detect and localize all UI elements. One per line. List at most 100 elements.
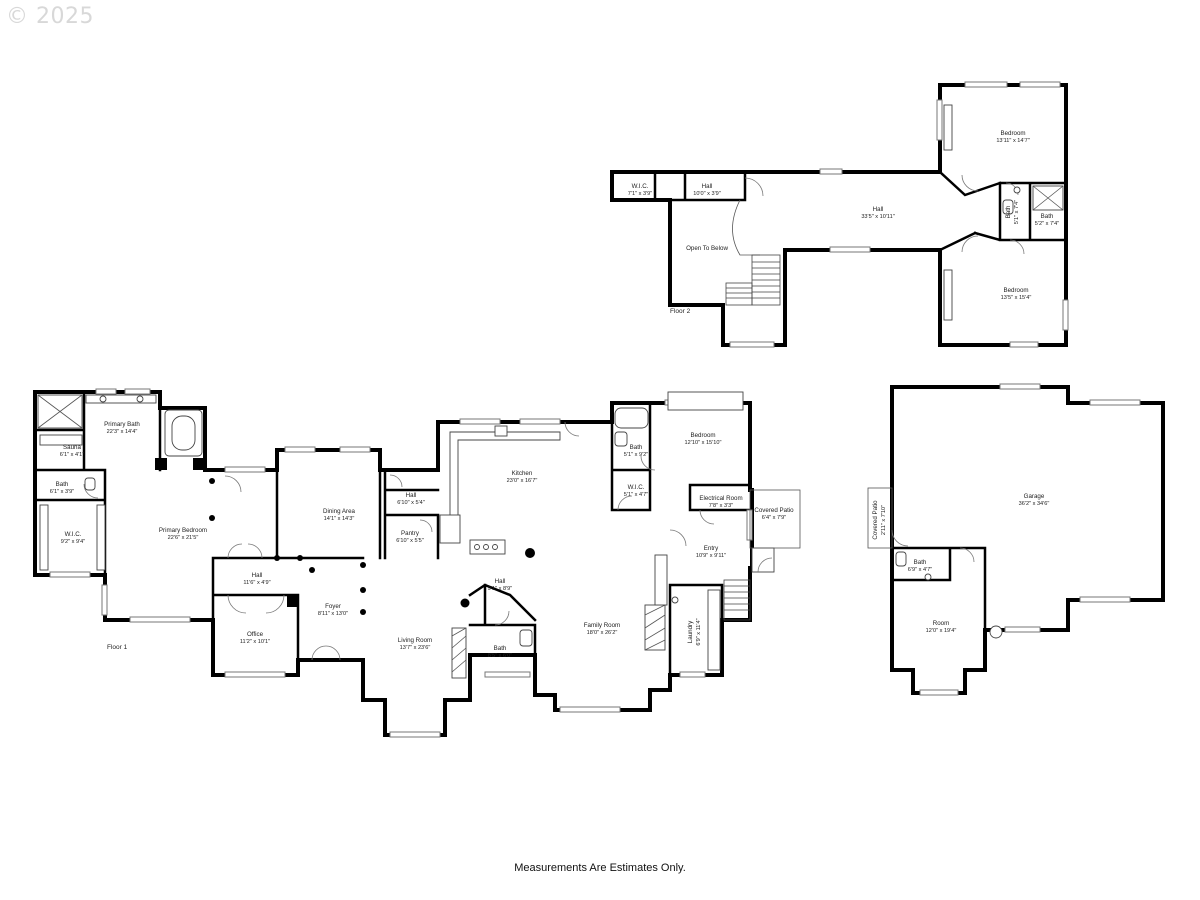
svg-text:22'3" x 14'4": 22'3" x 14'4" <box>107 429 138 435</box>
svg-text:Laundry: Laundry <box>687 620 694 643</box>
svg-text:Covered Patio: Covered Patio <box>872 500 879 540</box>
room-dimensions: 23'0" x 16'7" <box>507 478 538 484</box>
room-dimensions: 13'5" x 15'4" <box>1001 295 1032 301</box>
svg-text:6'4" x 7'9": 6'4" x 7'9" <box>762 515 786 521</box>
room-dimensions: 12'0" x 19'4" <box>926 628 957 634</box>
svg-text:Hall: Hall <box>406 492 417 499</box>
room-name: Hall <box>252 572 263 579</box>
room-dimensions: 5'1" x 9'2" <box>624 452 648 458</box>
room-name: Laundry <box>687 620 694 643</box>
room-name: Open To Below <box>686 245 728 252</box>
svg-text:Kitchen: Kitchen <box>512 470 533 477</box>
covered-patio-b-outline <box>867 487 893 549</box>
svg-text:13'7" x 23'6": 13'7" x 23'6" <box>400 645 431 651</box>
svg-text:Bath: Bath <box>494 645 507 652</box>
window <box>829 246 871 253</box>
svg-text:Primary Bath: Primary Bath <box>104 421 140 428</box>
room-dimensions: 9'1" x 8'9" <box>488 586 512 592</box>
svg-text:8'5" x 6'0": 8'5" x 6'0" <box>488 653 512 659</box>
room-dimensions: 9'2" x 9'4" <box>61 539 85 545</box>
svg-text:Foyer: Foyer <box>325 603 341 610</box>
room-name: W.I.C. <box>65 531 82 538</box>
closet <box>943 269 953 321</box>
door-swing <box>961 235 979 253</box>
svg-text:5'1" x 9'2": 5'1" x 9'2" <box>624 452 648 458</box>
svg-text:Primary Bedroom: Primary Bedroom <box>159 527 207 534</box>
room-dimensions: 5'1" x 7'4" <box>1014 200 1020 224</box>
garage-interior-walls <box>890 546 987 632</box>
svg-text:Living Room: Living Room <box>398 637 432 644</box>
svg-text:5'1" x 7'4": 5'1" x 7'4" <box>1014 200 1020 224</box>
svg-text:12'10" x 15'10": 12'10" x 15'10" <box>685 440 722 446</box>
room-name: Primary Bedroom <box>159 527 207 534</box>
window <box>1089 399 1141 406</box>
svg-text:Floor 2: Floor 2 <box>670 308 691 315</box>
room-name: Foyer <box>325 603 341 610</box>
window <box>1079 596 1131 603</box>
svg-text:Hall: Hall <box>252 572 263 579</box>
room-name: Bedroom <box>1003 287 1028 294</box>
room-name: Garage <box>1024 493 1045 500</box>
svg-text:22'6" x 21'5": 22'6" x 21'5" <box>168 535 199 541</box>
room-dimensions: 8'11" x 13'0" <box>318 611 348 617</box>
svg-text:13'11" x 14'7": 13'11" x 14'7" <box>996 138 1029 144</box>
room-dimensions: 6'10" x 5'4" <box>397 500 425 506</box>
room-dimensions: 22'6" x 21'5" <box>168 535 199 541</box>
room-name: Bath <box>494 645 507 652</box>
room-dimensions: 7'1" x 3'9" <box>628 191 652 197</box>
window <box>964 81 1008 88</box>
room-name: Bath <box>56 481 69 488</box>
svg-text:6'9" x 11'4": 6'9" x 11'4" <box>696 618 702 645</box>
window <box>936 99 943 141</box>
door-swing <box>959 547 975 563</box>
svg-text:6'1" x 3'9": 6'1" x 3'9" <box>50 489 74 495</box>
room-dimensions: 33'5" x 10'11" <box>861 214 894 220</box>
columns <box>155 458 535 615</box>
sink <box>1013 186 1021 194</box>
svg-text:23'0" x 16'7": 23'0" x 16'7" <box>507 478 538 484</box>
svg-text:9'1" x 8'9": 9'1" x 8'9" <box>488 586 512 592</box>
room-name: Kitchen <box>512 470 533 477</box>
svg-text:36'2" x 34'6": 36'2" x 34'6" <box>1019 501 1050 507</box>
svg-text:Bedroom: Bedroom <box>1003 287 1028 294</box>
svg-text:9'2" x 9'4": 9'2" x 9'4" <box>61 539 85 545</box>
doors <box>83 421 715 661</box>
room-dimensions: 22'3" x 14'4" <box>107 429 138 435</box>
svg-text:Garage: Garage <box>1024 493 1045 500</box>
svg-text:Bedroom: Bedroom <box>1000 130 1025 137</box>
svg-text:8'11" x 13'0": 8'11" x 13'0" <box>318 611 348 617</box>
room-dimensions: 6'10" x 5'5" <box>396 538 424 544</box>
room-dimensions: 6'4" x 7'9" <box>762 515 786 521</box>
room-name: Sauna <box>63 444 81 451</box>
room-dimensions: 5'1" x 4'7" <box>624 492 648 498</box>
svg-text:Family Room: Family Room <box>584 622 620 629</box>
room-dimensions: 36'2" x 34'6" <box>1019 501 1050 507</box>
room-name: Pantry <box>401 530 420 537</box>
room-dimensions: 6'1" x 4'1" <box>60 452 84 458</box>
svg-text:Open To Below: Open To Below <box>686 245 728 252</box>
room-dimensions: 6'1" x 3'9" <box>50 489 74 495</box>
room-dimensions: 6'9" x 11'4" <box>696 618 702 645</box>
svg-text:Bath: Bath <box>1005 205 1012 218</box>
toilet <box>895 551 907 567</box>
room-name: Office <box>247 631 264 638</box>
room-dimensions: 5'2" x 7'4" <box>1035 221 1059 227</box>
svg-text:Dining Area: Dining Area <box>323 508 356 515</box>
svg-text:W.I.C.: W.I.C. <box>628 484 645 491</box>
svg-text:13'5" x 15'4": 13'5" x 15'4" <box>1001 295 1032 301</box>
closet <box>943 104 953 151</box>
room-name: Electrical Room <box>699 495 742 502</box>
window <box>1062 299 1069 331</box>
floor2-stairs <box>725 254 781 306</box>
svg-text:6'10" x 5'4": 6'10" x 5'4" <box>397 500 425 506</box>
floor-2 <box>610 81 1069 348</box>
svg-text:Electrical Room: Electrical Room <box>699 495 742 502</box>
room-dimensions: 12'10" x 15'10" <box>685 440 722 446</box>
window <box>919 689 959 696</box>
floor2-interior-walls <box>653 170 1068 252</box>
fixtures <box>37 391 775 679</box>
svg-text:6'10" x 5'5": 6'10" x 5'5" <box>396 538 424 544</box>
room-name: Bath <box>1005 205 1012 218</box>
door-swing <box>1005 182 1019 196</box>
